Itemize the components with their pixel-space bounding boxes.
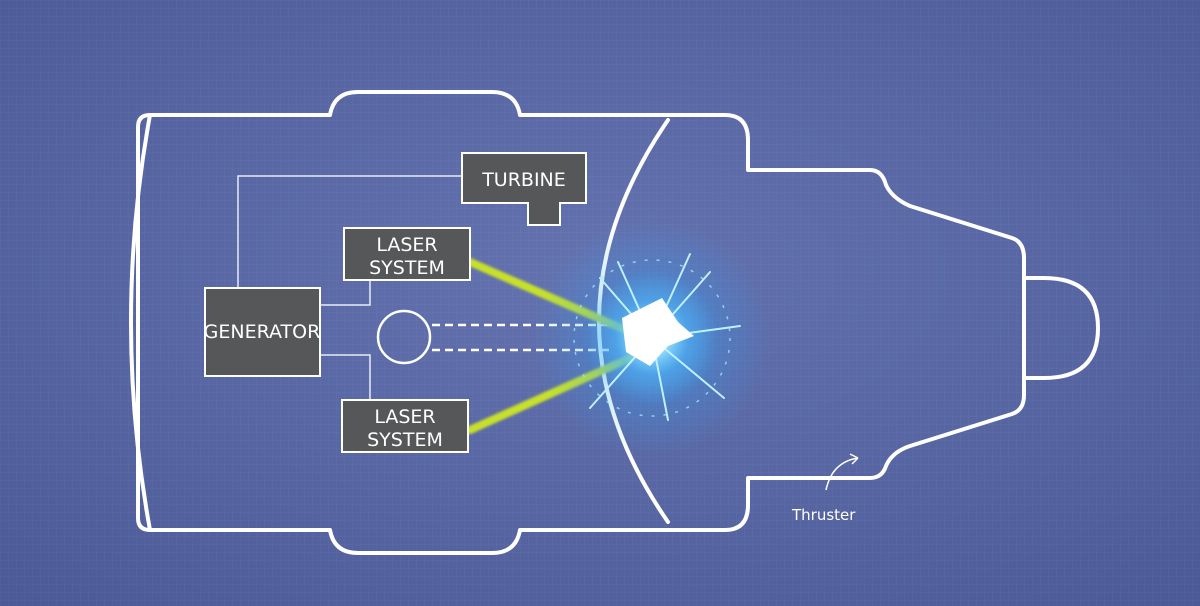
laser-system-bottom-label-line2: SYSTEM <box>367 429 443 451</box>
turbine-label: TURBINE <box>481 169 566 191</box>
laser-system-top-box: LASER SYSTEM <box>343 227 471 281</box>
thruster-arrowhead <box>849 453 859 465</box>
thruster-arrow <box>825 457 859 491</box>
fusion-blast <box>534 220 770 456</box>
wire-generator-laser-top <box>320 280 371 306</box>
wire-generator-laser-bottom <box>320 354 371 400</box>
laser-system-top-label-line2: SYSTEM <box>369 257 445 279</box>
wire-generator-turbine <box>237 175 462 288</box>
laser-system-bottom-box: LASER SYSTEM <box>341 399 469 453</box>
thruster-annotation: Thruster <box>791 453 859 524</box>
exhaust-nozzle <box>1024 276 1100 380</box>
turbine-box: TURBINE <box>461 152 587 226</box>
wiring <box>237 175 462 400</box>
fuel-pellet <box>376 309 432 365</box>
laser-system-top-label-line1: LASER <box>376 234 437 256</box>
engine-body <box>136 90 1026 555</box>
laser-system-bottom-label-line1: LASER <box>374 406 435 428</box>
generator-box: GENERATOR <box>204 287 321 377</box>
generator-label: GENERATOR <box>204 321 321 343</box>
engine-intake <box>129 113 152 532</box>
blast-core <box>622 298 694 366</box>
thruster-label: Thruster <box>791 506 856 524</box>
